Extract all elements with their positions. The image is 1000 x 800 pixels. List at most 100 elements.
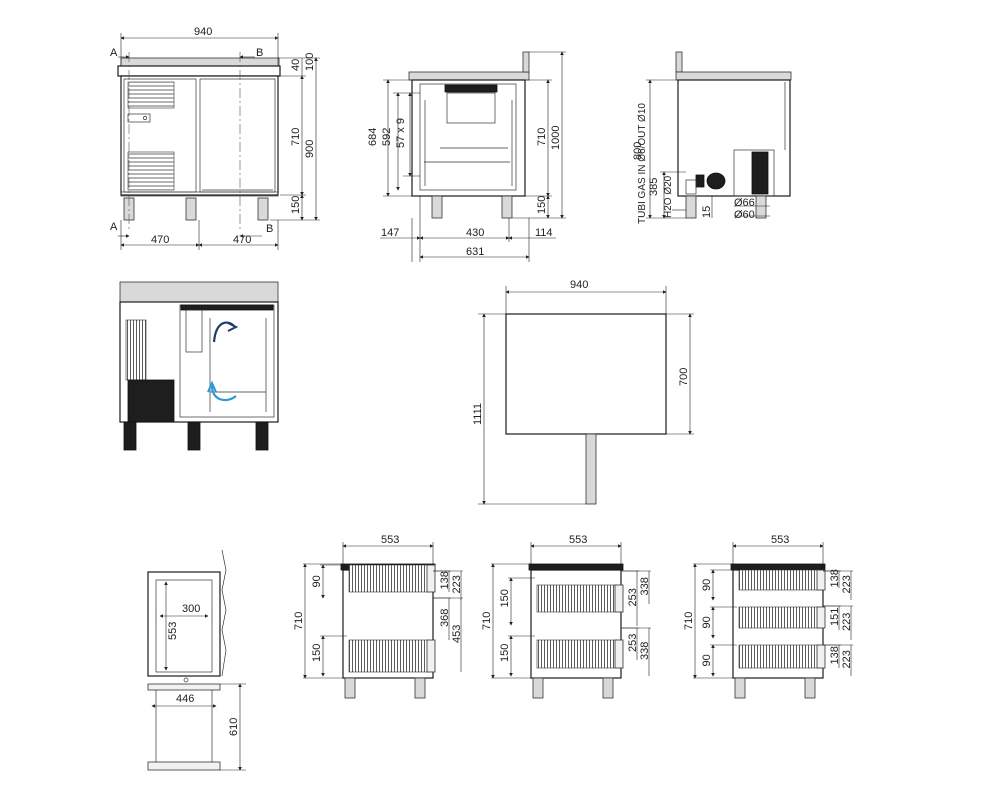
dim-side-800: 800 bbox=[632, 142, 644, 160]
dim-right-4: 338 bbox=[639, 642, 651, 660]
gas-pipe-label: TUBI GAS IN Ø6/OUT Ø10 bbox=[637, 103, 648, 224]
drawer-2 bbox=[348, 639, 430, 673]
dim-drawer-height: 710 bbox=[293, 612, 305, 630]
dim-leg-height: 150 bbox=[290, 196, 302, 214]
drawer-leg-1 bbox=[344, 677, 356, 699]
arrow-head-warm-icon bbox=[227, 322, 239, 332]
dim-plan-1111: 1111 bbox=[472, 403, 484, 425]
dim-half-left: 470 bbox=[151, 234, 169, 246]
drawer-leg-2 bbox=[602, 677, 614, 699]
cutaway-leg-1 bbox=[123, 421, 137, 451]
drawer-runner bbox=[426, 564, 436, 593]
dim-door-610: 610 bbox=[228, 718, 240, 736]
dim-section-1000: 1000 bbox=[550, 126, 562, 150]
break-line bbox=[221, 549, 227, 677]
lower-vent-grill bbox=[127, 151, 175, 191]
dim-door-446: 446 bbox=[176, 693, 194, 705]
dim-top-width: 553 bbox=[771, 534, 789, 546]
dim-right-3: 253 bbox=[627, 634, 639, 652]
side-upstand bbox=[675, 51, 683, 73]
drawer-leg-2 bbox=[414, 677, 426, 699]
dim-section-150: 150 bbox=[536, 196, 548, 214]
section-a-top-label: A bbox=[110, 47, 118, 59]
side-view: 800 TUBI GAS IN Ø6/OUT Ø10 385 H2O Ø20 1… bbox=[632, 51, 792, 224]
dim-door-553: 553 bbox=[167, 622, 179, 640]
drain-valve bbox=[695, 174, 705, 188]
leg-front-3 bbox=[257, 197, 269, 221]
door-swing-bottom bbox=[147, 761, 221, 771]
dim-114: 114 bbox=[535, 227, 553, 239]
evaporator-box bbox=[446, 92, 496, 124]
dim-front-width: 940 bbox=[194, 26, 212, 38]
control-knob-icon bbox=[143, 116, 147, 120]
drawer-2 bbox=[738, 606, 820, 629]
cutaway-upstand bbox=[119, 281, 279, 303]
dim-right-2: 338 bbox=[639, 577, 651, 595]
dim-d66: Ø66 bbox=[734, 197, 755, 209]
section-b-bottom-label: B bbox=[266, 223, 273, 235]
leg-front-2 bbox=[185, 197, 197, 221]
drawer-leg-1 bbox=[532, 677, 544, 699]
compressor-unit bbox=[127, 379, 175, 423]
dim-right-2: 223 bbox=[841, 575, 853, 593]
cutaway-view bbox=[119, 281, 279, 451]
dim-left-3: 90 bbox=[701, 654, 713, 666]
section-leg-front bbox=[431, 195, 443, 219]
dim-631: 631 bbox=[466, 246, 484, 258]
dim-door-300: 300 bbox=[182, 603, 200, 615]
arrow-curve-icon bbox=[210, 385, 237, 402]
drawer-leg-1 bbox=[734, 677, 746, 699]
water-pipe-label: H2O Ø20 bbox=[663, 175, 674, 218]
drawer-runner bbox=[816, 644, 826, 669]
plan-door-open bbox=[585, 433, 597, 505]
evaporator-fan bbox=[444, 84, 498, 93]
dim-drawer-height: 710 bbox=[481, 612, 493, 630]
drawer-2 bbox=[536, 639, 618, 669]
dim-body-height: 710 bbox=[290, 128, 302, 146]
section-worktop bbox=[408, 71, 530, 81]
dim-147: 147 bbox=[381, 227, 399, 239]
hinge-icon bbox=[183, 677, 189, 683]
dim-side-15: 15 bbox=[701, 206, 713, 218]
drawer-1 bbox=[738, 569, 820, 591]
dim-top-width: 553 bbox=[381, 534, 399, 546]
dim-side-385: 385 bbox=[648, 178, 660, 196]
condenser-box bbox=[733, 149, 775, 197]
drawer-worktop bbox=[528, 563, 624, 571]
section-b-top-label: B bbox=[256, 47, 263, 59]
dim-total-height: 900 bbox=[304, 140, 316, 158]
door-opening bbox=[155, 579, 213, 673]
dim-left-1: 150 bbox=[499, 589, 511, 607]
upper-vent-grill bbox=[127, 81, 175, 109]
section-leg-back bbox=[501, 195, 513, 219]
dim-left-2: 150 bbox=[311, 644, 323, 662]
dim-right-6: 223 bbox=[841, 650, 853, 668]
dim-section-710: 710 bbox=[536, 128, 548, 146]
drawer-runner bbox=[614, 584, 624, 613]
dim-right-1: 138 bbox=[439, 571, 451, 589]
drawer-1 bbox=[536, 584, 618, 613]
door-interior-view: 300 553 446 610 bbox=[147, 549, 246, 771]
dim-top-thickness: 40 bbox=[290, 59, 302, 71]
drawer-runner bbox=[816, 606, 826, 629]
dim-plan-940: 940 bbox=[570, 279, 588, 291]
dim-left-1: 90 bbox=[311, 575, 323, 587]
dim-top-width: 553 bbox=[569, 534, 587, 546]
door-frame bbox=[147, 571, 221, 677]
condenser-fan bbox=[751, 151, 769, 195]
dim-684: 684 bbox=[367, 128, 379, 146]
cutaway-leg-3 bbox=[255, 421, 269, 451]
dim-right-1: 253 bbox=[627, 588, 639, 606]
base-strip bbox=[120, 191, 279, 197]
drain-pipe bbox=[685, 179, 697, 195]
compressor bbox=[706, 172, 726, 190]
worktop-upstand bbox=[120, 57, 280, 67]
cutaway-top-insulation bbox=[180, 304, 274, 311]
section-a-bottom-label: A bbox=[110, 221, 118, 233]
dim-d60: Ø60 bbox=[734, 209, 755, 221]
dim-right-1: 138 bbox=[829, 569, 841, 587]
